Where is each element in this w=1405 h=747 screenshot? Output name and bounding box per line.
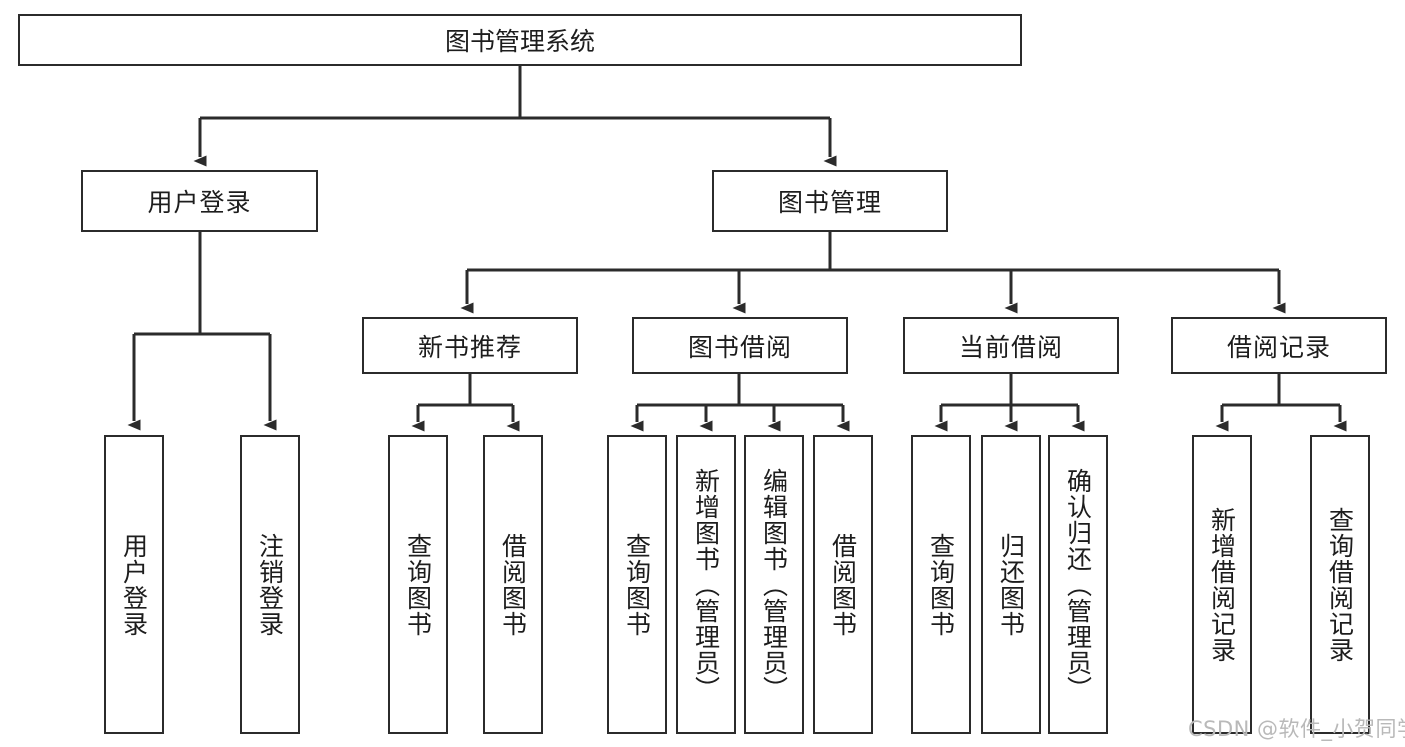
watermark-text: CSDN @软件_小贺同学	[1188, 717, 1405, 741]
leaf-book-borrow-borrow[interactable]: 借阅图书	[813, 435, 873, 734]
node-new-book-recommend[interactable]: 新书推荐	[362, 317, 578, 374]
leaf-book-borrow-query[interactable]: 查询图书	[607, 435, 667, 734]
node-root[interactable]: 图书管理系统	[18, 14, 1022, 66]
leaf-new-book-query[interactable]: 查询图书	[388, 435, 448, 734]
leaf-borrow-record-add[interactable]: 新增借阅记录	[1192, 435, 1252, 734]
leaf-new-book-borrow[interactable]: 借阅图书	[483, 435, 543, 734]
leaf-current-borrow-confirm[interactable]: 确认归还（管理员）	[1048, 435, 1108, 734]
node-book-borrow[interactable]: 图书借阅	[632, 317, 848, 374]
leaf-book-borrow-add[interactable]: 新增图书（管理员）	[676, 435, 736, 734]
leaf-user-login-signout[interactable]: 注销登录	[240, 435, 300, 734]
node-book-management[interactable]: 图书管理	[712, 170, 948, 232]
leaf-book-borrow-edit[interactable]: 编辑图书（管理员）	[744, 435, 804, 734]
node-user-login[interactable]: 用户登录	[81, 170, 318, 232]
leaf-current-borrow-return[interactable]: 归还图书	[981, 435, 1041, 734]
leaf-borrow-record-query[interactable]: 查询借阅记录	[1310, 435, 1370, 734]
node-current-borrow[interactable]: 当前借阅	[903, 317, 1119, 374]
leaf-current-borrow-query[interactable]: 查询图书	[911, 435, 971, 734]
leaf-user-login-signin[interactable]: 用户登录	[104, 435, 164, 734]
node-borrow-record[interactable]: 借阅记录	[1171, 317, 1387, 374]
